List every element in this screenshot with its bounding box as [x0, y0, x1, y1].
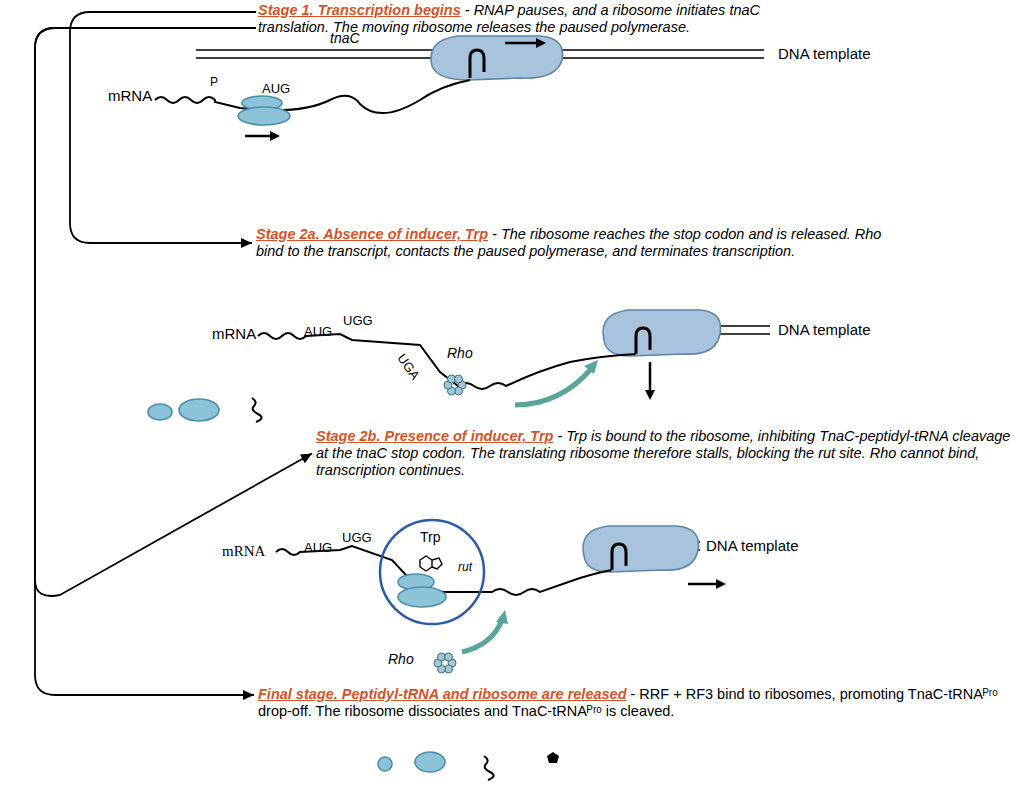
stage-heading: Final stage. Peptidyl-tRNA and ribosome … [258, 686, 627, 702]
diagram-label: DNA template [778, 322, 871, 339]
diagram-label: Rho [447, 346, 473, 361]
flow-line [35, 28, 256, 695]
diagram-label: mRNA [222, 543, 265, 560]
diagram-label: UGG [342, 531, 372, 545]
flow-arrow [35, 28, 256, 700]
stage-heading: Stage 2b. Presence of inducer, Trp [316, 428, 553, 444]
diagram-label: rut [458, 561, 472, 574]
diagram-label: DNA template [778, 46, 871, 63]
stage1-art [155, 36, 764, 141]
diagram-label: Rho [388, 652, 414, 667]
diagram-label: mRNA [212, 326, 256, 343]
diagram-label: DNA template [706, 538, 799, 555]
diagram-label: tnaC [330, 31, 360, 46]
final-art [378, 752, 559, 780]
diagram-label: P [210, 76, 218, 89]
stage-text: Stage 2b. Presence of inducer, Trp- Trp … [316, 428, 1021, 479]
stage2a-art [148, 310, 770, 422]
diagram-label: mRNA [108, 88, 152, 105]
diagram-label: AUG [304, 541, 332, 555]
arrow-head [300, 454, 312, 464]
flow-line [35, 28, 312, 596]
diagram-label: UGG [343, 314, 373, 328]
stage-heading: Stage 2a. Absence of inducer, Trp [256, 226, 488, 242]
diagram-label: Trp [420, 530, 440, 545]
diagram-label: AUG [262, 82, 290, 96]
stage-text: Final stage. Peptidyl-tRNA and ribosome … [258, 686, 1030, 720]
flow-arrow [70, 12, 256, 248]
arrow-head [241, 238, 252, 248]
stage-text: Stage 2a. Absence of inducer, Trp- The r… [256, 226, 896, 260]
diagram-label: UGA [394, 352, 422, 383]
flow-arrow [35, 28, 312, 596]
flow-line [70, 12, 256, 243]
stage2b-art [276, 520, 726, 673]
diagram-label: AUG [304, 325, 332, 339]
arrow-head [243, 690, 254, 700]
stage-heading: Stage 1. Transcription begins [258, 2, 461, 18]
